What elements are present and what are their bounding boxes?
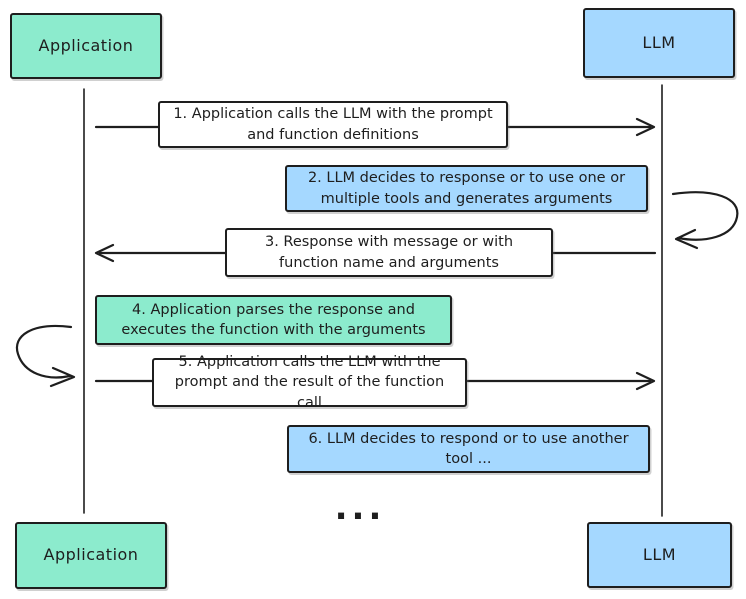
actor-application-top: Application xyxy=(10,13,162,79)
actor-llm-top-label: LLM xyxy=(642,32,676,52)
arrow-3-head xyxy=(94,243,115,263)
message-box-2: 2. LLM decides to response or to use one… xyxy=(285,165,648,212)
message-4-text: 4. Application parses the response and e… xyxy=(121,301,426,338)
message-box-3: 3. Response with message or with functio… xyxy=(225,228,553,277)
message-box-5: 5. Application calls the LLM with the pr… xyxy=(152,354,467,411)
message-box-4: 4. Application parses the response and e… xyxy=(95,295,452,345)
self-loop-application-head xyxy=(49,366,76,388)
self-loop-application xyxy=(15,324,73,379)
actor-llm-bottom: LLM xyxy=(587,522,732,588)
arrow-5-head xyxy=(635,371,656,391)
continuation-ellipsis: ... xyxy=(334,488,386,528)
actor-application-bottom: Application xyxy=(15,522,167,589)
actor-llm-top: LLM xyxy=(583,8,735,78)
self-loop-llm-head xyxy=(674,228,699,250)
actor-application-top-label: Application xyxy=(38,35,134,55)
message-3-text: 3. Response with message or with functio… xyxy=(264,234,514,271)
message-box-6: 6. LLM decides to respond or to use anot… xyxy=(287,425,650,473)
message-6-text: 6. LLM decides to respond or to use anot… xyxy=(308,430,629,467)
message-box-1: 1. Application calls the LLM with the pr… xyxy=(158,101,508,148)
self-loop-llm xyxy=(671,191,739,241)
message-1-text: 1. Application calls the LLM with the pr… xyxy=(173,106,493,143)
arrow-1-head xyxy=(635,117,656,137)
message-2-text: 2. LLM decides to response or to use one… xyxy=(307,170,626,207)
message-5-text: 5. Application calls the LLM with the pr… xyxy=(174,354,445,411)
actor-application-bottom-label: Application xyxy=(43,545,139,565)
actor-llm-bottom-label: LLM xyxy=(642,544,677,564)
